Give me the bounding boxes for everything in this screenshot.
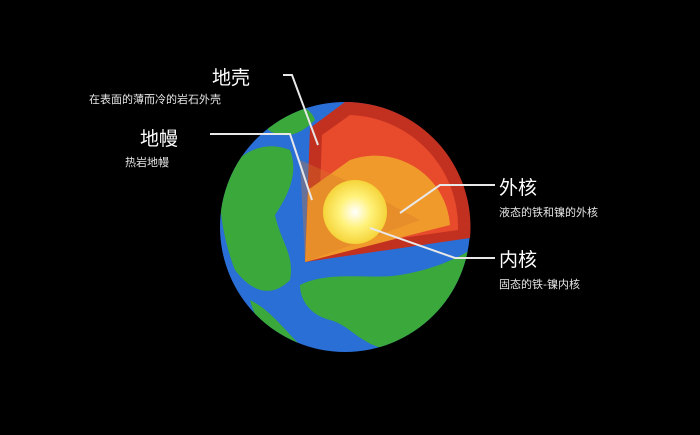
cutaway — [300, 101, 471, 263]
leader-lines — [210, 74, 495, 259]
mantle-description: 热岩地幔 — [125, 156, 169, 169]
outer-core-title: 外核 — [499, 177, 538, 199]
outer-core-description: 液态的铁和镍的外核 — [499, 206, 598, 219]
mantle-title: 地幔 — [140, 128, 179, 150]
crust-description: 在表面的薄而冷的岩石外壳 — [89, 93, 221, 106]
inner-core-layer — [323, 180, 387, 244]
inner-core-title: 内核 — [499, 249, 538, 271]
crust-title: 地壳 — [212, 67, 251, 89]
inner-core-description: 固态的铁-镍内核 — [499, 278, 580, 291]
